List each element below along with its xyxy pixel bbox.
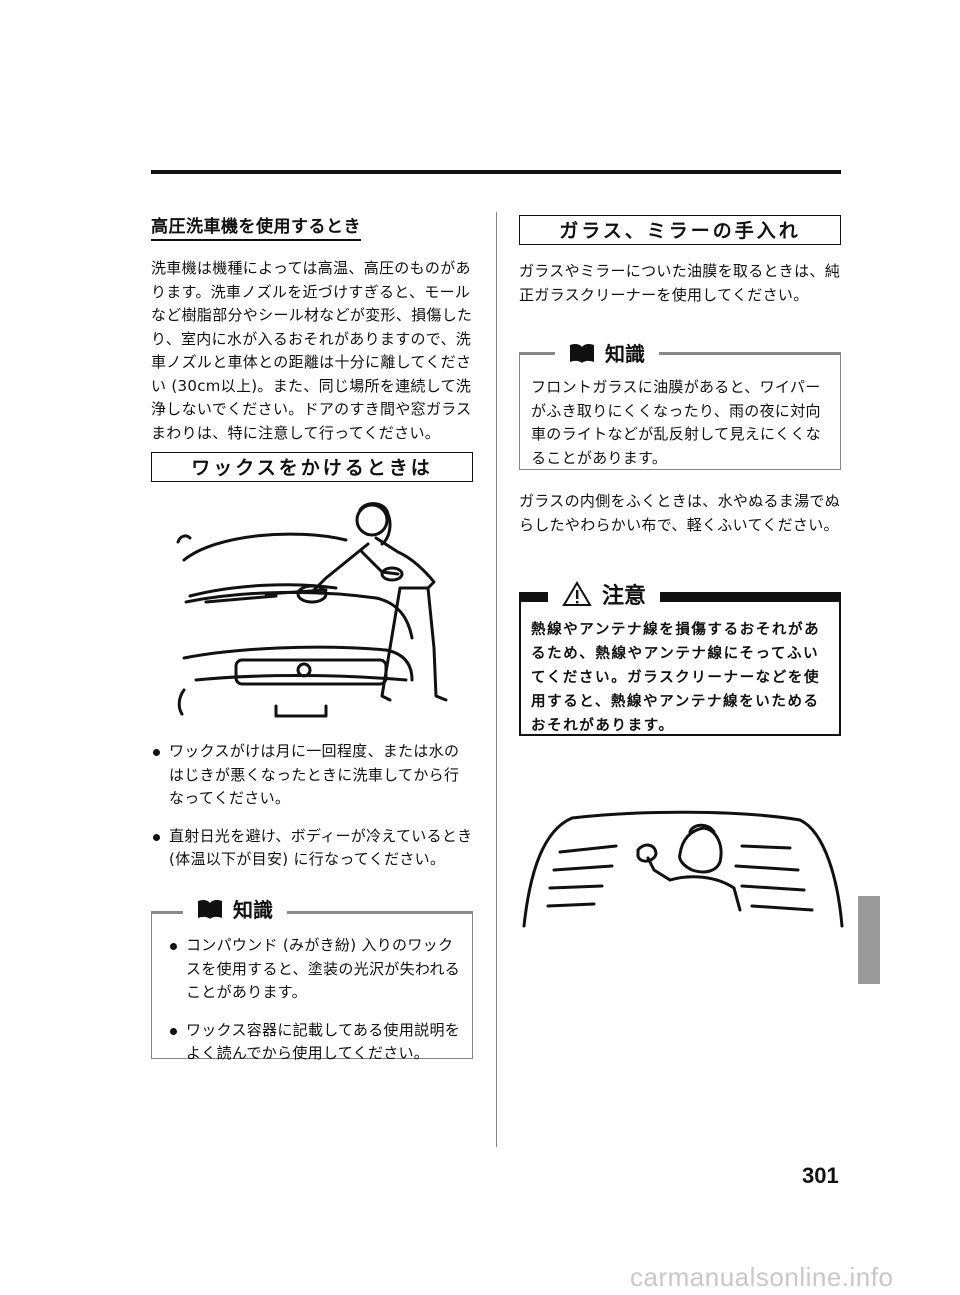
knowledge-title: 知識 — [555, 338, 659, 367]
section-heading-wax: ワックスをかけるときは — [151, 452, 473, 482]
knowledge-box-wax — [151, 911, 473, 1059]
glass-body-1: ガラスやミラーについた油膜を取るときは、純正ガラスクリーナーを使用してください。 — [519, 262, 841, 304]
knowledge-title: 知識 — [183, 894, 287, 923]
watermark: carmanualsonline.info — [630, 1262, 894, 1292]
section-tab — [858, 896, 880, 984]
warning-triangle-icon — [562, 581, 592, 606]
list-item: ワックス容器に記載してある使用説明をよく読んでから使用してください。 — [168, 1019, 464, 1066]
caution-body: 熱線やアンテナ線を損傷するおそれがあるため、熱線やアンテナ線にそってふいてくださ… — [531, 622, 821, 734]
knowledge-bullets: コンパウンド (みがき紛) 入りのワックスを使用すると、塗装の光沢が失われること… — [168, 934, 464, 1066]
bullet-icon — [168, 1019, 186, 1066]
book-icon — [570, 343, 594, 363]
bullet-icon — [151, 825, 169, 872]
section-heading-high-pressure: 高圧洗車機を使用するとき — [151, 212, 361, 241]
bullet-icon — [151, 740, 169, 811]
glass-body-2: ガラスの内側をふくときは、水やぬるま湯でぬらしたやわらかい布で、軽くふいてくださ… — [519, 492, 841, 534]
knowledge-box-glass — [519, 352, 841, 470]
list-item: 直射日光を避け、ボディーが冷えているとき (体温以下が目安) に行なってください… — [151, 825, 473, 872]
column-divider — [496, 212, 497, 1147]
wax-bullets: ワックスがけは月に一回程度、または水のはじきが悪くなったときに洗車してから行なっ… — [151, 740, 473, 872]
list-item: コンパウンド (みがき紛) 入りのワックスを使用すると、塗装の光沢が失われること… — [168, 934, 464, 1005]
knowledge-glass-body: フロントガラスに油膜があると、ワイパーがふき取りにくくなったり、雨の夜に対向車の… — [531, 378, 821, 467]
section-heading-glass: ガラス、ミラーの手入れ — [519, 215, 841, 245]
list-item: ワックスがけは月に一回程度、または水のはじきが悪くなったときに洗車してから行なっ… — [151, 740, 473, 811]
page-number: 301 — [802, 1163, 839, 1188]
left-column: 高圧洗車機を使用するとき 洗車機は機種によっては高温、高圧のものがあります。洗車… — [151, 212, 473, 445]
rear-glass-wiping-illustration — [522, 810, 844, 928]
caution-title: 注意 — [548, 578, 661, 610]
car-waxing-illustration — [176, 502, 448, 718]
bullet-icon — [168, 934, 186, 1005]
top-rule — [151, 170, 841, 174]
caution-bar — [519, 592, 841, 602]
high-pressure-body: 洗車機は機種によっては高温、高圧のものがあります。洗車ノズルを近づけすぎると、モ… — [151, 259, 473, 442]
book-icon — [198, 899, 222, 919]
